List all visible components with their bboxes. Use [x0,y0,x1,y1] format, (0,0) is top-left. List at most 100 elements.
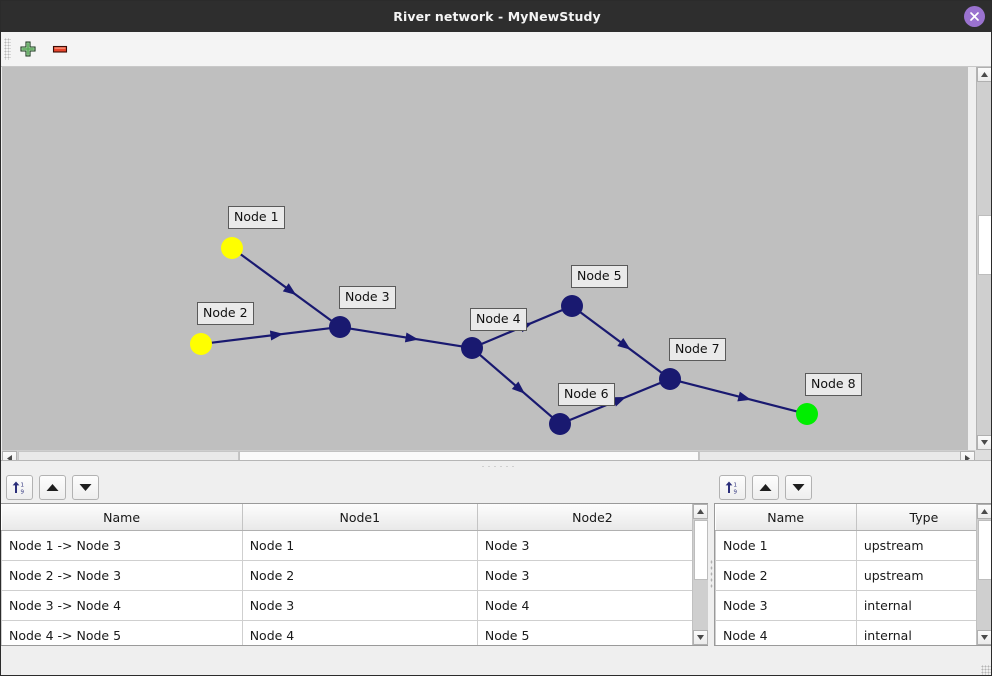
network-graph-panel: Node 1 Node 2 Node 3 Node 4 Node 5 Node 6 Node… [2,67,991,467]
branches-table-cell[interactable]: Node 3 [242,590,478,621]
branches-sort-button[interactable]: 1 9 [6,475,33,500]
close-icon [970,12,979,21]
graph-node-node-1[interactable] [221,237,243,259]
nodes-table-cell[interactable]: Node 3 [715,590,857,621]
nodes-scroll-thumb[interactable] [978,520,991,580]
graph-node-label-node-2[interactable]: Node 2 [197,302,254,325]
graph-node-label-node-3[interactable]: Node 3 [339,286,396,309]
nodes-move-up-button[interactable] [752,475,779,500]
nodes-table-cell[interactable]: upstream [856,530,991,561]
branches-table-cell[interactable]: Node 1 -> Node 3 [1,530,243,561]
graph-edge-arrowhead [612,396,627,407]
graph-node-label-node-5[interactable]: Node 5 [571,265,628,288]
horizontal-splitter[interactable] [1,460,991,472]
graph-node-label-node-6[interactable]: Node 6 [558,383,615,406]
branches-table-cell[interactable]: Node 3 -> Node 4 [1,590,243,621]
sort-ascending-icon: 1 9 [12,481,25,495]
graph-node-node-4[interactable] [461,337,483,359]
nodes-table-cell[interactable]: Node 2 [715,560,857,591]
nodes-table-cell[interactable]: internal [856,620,991,645]
toolbar-drag-handle[interactable] [4,38,11,60]
page-title: River network - MyNewStudy [393,9,601,24]
branches-table-cell[interactable]: Node 3 [477,530,708,561]
resize-grip-icon[interactable] [981,665,991,675]
nodes-vertical-scrollbar[interactable] [976,504,991,645]
nodes-column-header[interactable]: Name [715,504,857,531]
graph-node-label-node-4[interactable]: Node 4 [470,308,527,331]
svg-text:9: 9 [734,490,738,496]
graph-node-node-8[interactable] [796,403,818,425]
nodes-move-down-button[interactable] [785,475,812,500]
branches-table-cell[interactable]: Node 2 -> Node 3 [1,560,243,591]
graph-node-node-5[interactable] [561,295,583,317]
nodes-toolbar: 1 9 [714,471,818,504]
nodes-column-header[interactable]: Type [856,504,991,531]
caret-down-icon [981,440,988,445]
close-button[interactable] [964,6,985,27]
branches-table-cell[interactable]: Node 3 [477,560,708,591]
branches-column-header[interactable]: Node2 [477,504,708,531]
branches-vertical-scrollbar[interactable] [692,504,708,645]
edges-layer [210,253,798,422]
scroll-down-button[interactable] [977,435,991,450]
network-graph-canvas[interactable]: Node 1 Node 2 Node 3 Node 4 Node 5 Node 6 Node… [2,67,968,450]
branches-column-header[interactable]: Name [1,504,243,531]
graph-vertical-scrollbar[interactable] [976,67,991,450]
nodes-table-cell[interactable]: Node 4 [715,620,857,645]
branches-table-cell[interactable]: Node 1 [242,530,478,561]
graph-node-label-node-8[interactable]: Node 8 [805,373,862,396]
branches-table-cell[interactable]: Node 2 [242,560,478,591]
nodes-scroll-down-button[interactable] [977,630,991,645]
nodes-layer [190,237,818,435]
branches-scroll-up-button[interactable] [693,504,708,519]
graph-node-node-3[interactable] [329,316,351,338]
remove-node-button[interactable] [45,34,75,64]
graph-node-label-node-7[interactable]: Node 7 [669,338,726,361]
vertical-splitter[interactable] [708,471,714,675]
branches-table-cell[interactable]: Node 5 [477,620,708,645]
graph-vertical-scroll-thumb[interactable] [978,215,991,275]
arrow-up-icon [46,484,59,491]
add-node-button[interactable] [13,34,43,64]
branches-move-up-button[interactable] [39,475,66,500]
graph-node-node-7[interactable] [659,368,681,390]
arrow-down-icon [792,484,805,491]
graph-edge[interactable] [210,327,331,344]
nodes-table-cell[interactable]: upstream [856,560,991,591]
branches-table-cell[interactable]: Node 4 [477,590,708,621]
graph-node-node-2[interactable] [190,333,212,355]
branches-move-down-button[interactable] [72,475,99,500]
nodes-scroll-up-button[interactable] [977,504,991,519]
graph-edge-arrowhead [404,332,419,343]
branches-scroll-thumb[interactable] [694,520,708,580]
graph-node-node-6[interactable] [549,413,571,435]
branches-scroll-down-button[interactable] [693,630,708,645]
nodes-table-cell[interactable]: Node 1 [715,530,857,561]
graph-edge[interactable] [679,380,798,413]
sort-ascending-icon: 1 9 [725,481,738,496]
branches-table-cell[interactable]: Node 4 [242,620,478,645]
add-plus-icon [20,41,36,57]
branches-column-header[interactable]: Node1 [242,504,478,531]
nodes-table-cell[interactable]: internal [856,590,991,621]
scroll-up-button[interactable] [977,67,991,82]
graph-edge-arrowhead [282,283,297,295]
branches-table-cell[interactable]: Node 4 -> Node 5 [1,620,243,645]
graph-node-label-node-1[interactable]: Node 1 [228,206,285,229]
nodes-sort-button[interactable]: 1 9 [719,475,746,500]
remove-minus-icon [52,45,68,53]
